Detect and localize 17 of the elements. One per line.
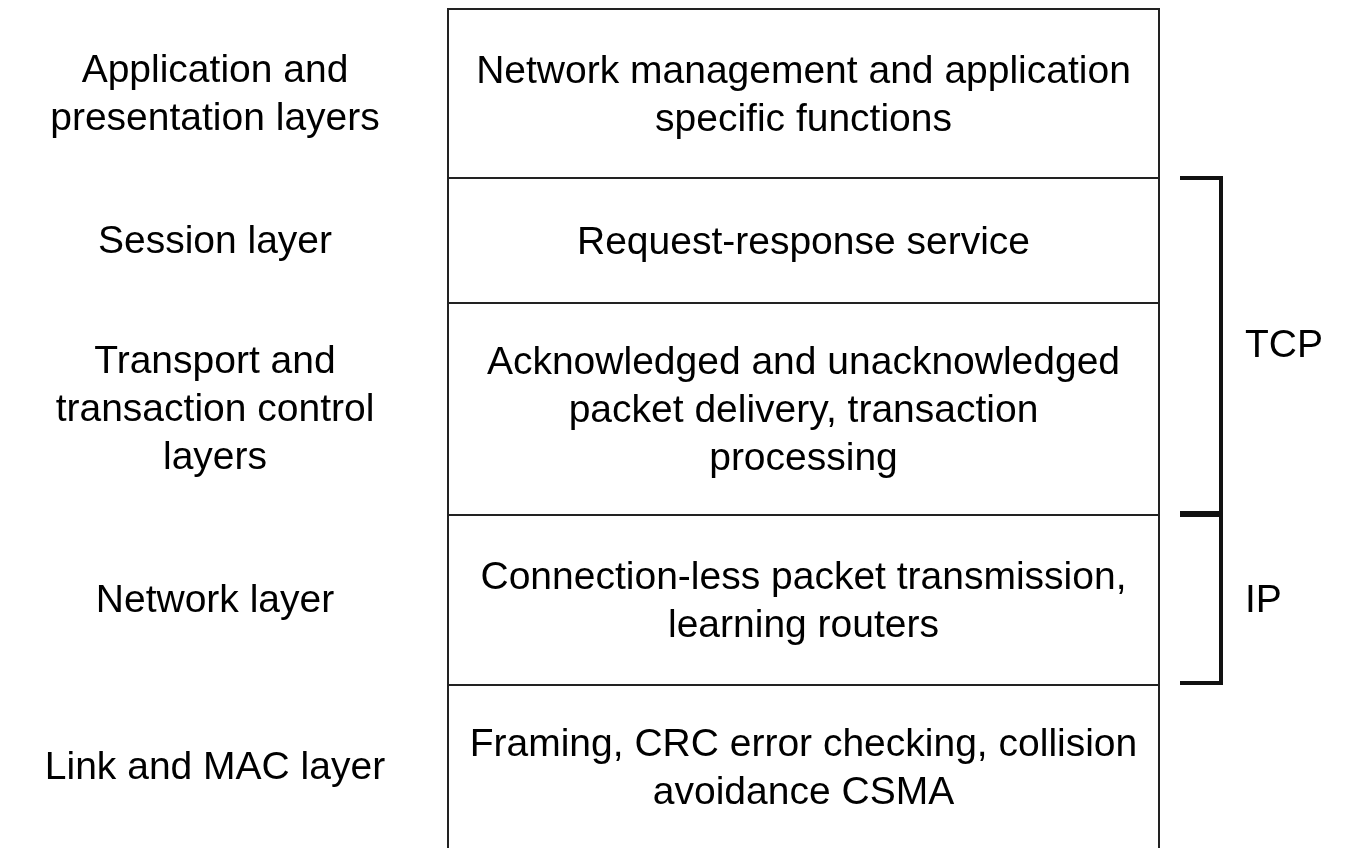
layer-name: Application and presentation layers: [49, 45, 381, 140]
layer-box: [447, 8, 1160, 179]
layer-box: [447, 514, 1160, 686]
layer-function: Acknowledged and unacknowledged packet delivery, transaction processing: [485, 338, 1122, 480]
protocol-label: TCP: [1245, 321, 1323, 367]
layer-name: Network layer: [95, 576, 335, 622]
layer-name: Link and MAC layer: [44, 743, 386, 789]
layer-function: Connection-less packet transmission, learning routers: [479, 553, 1128, 647]
layer-box: [447, 684, 1160, 848]
protocol-label: IP: [1245, 576, 1282, 622]
layer-box: [447, 177, 1160, 304]
layer-name: Session layer: [97, 216, 333, 263]
layer-box: [447, 302, 1160, 516]
layer-function: Framing, CRC error checking, collision avoidance CSMA: [468, 720, 1139, 814]
layer-function: Network management and application specific functions: [475, 46, 1132, 141]
layer-name: Transport and transaction control layers: [54, 337, 376, 479]
layer-function: Request-response service: [575, 217, 1032, 264]
